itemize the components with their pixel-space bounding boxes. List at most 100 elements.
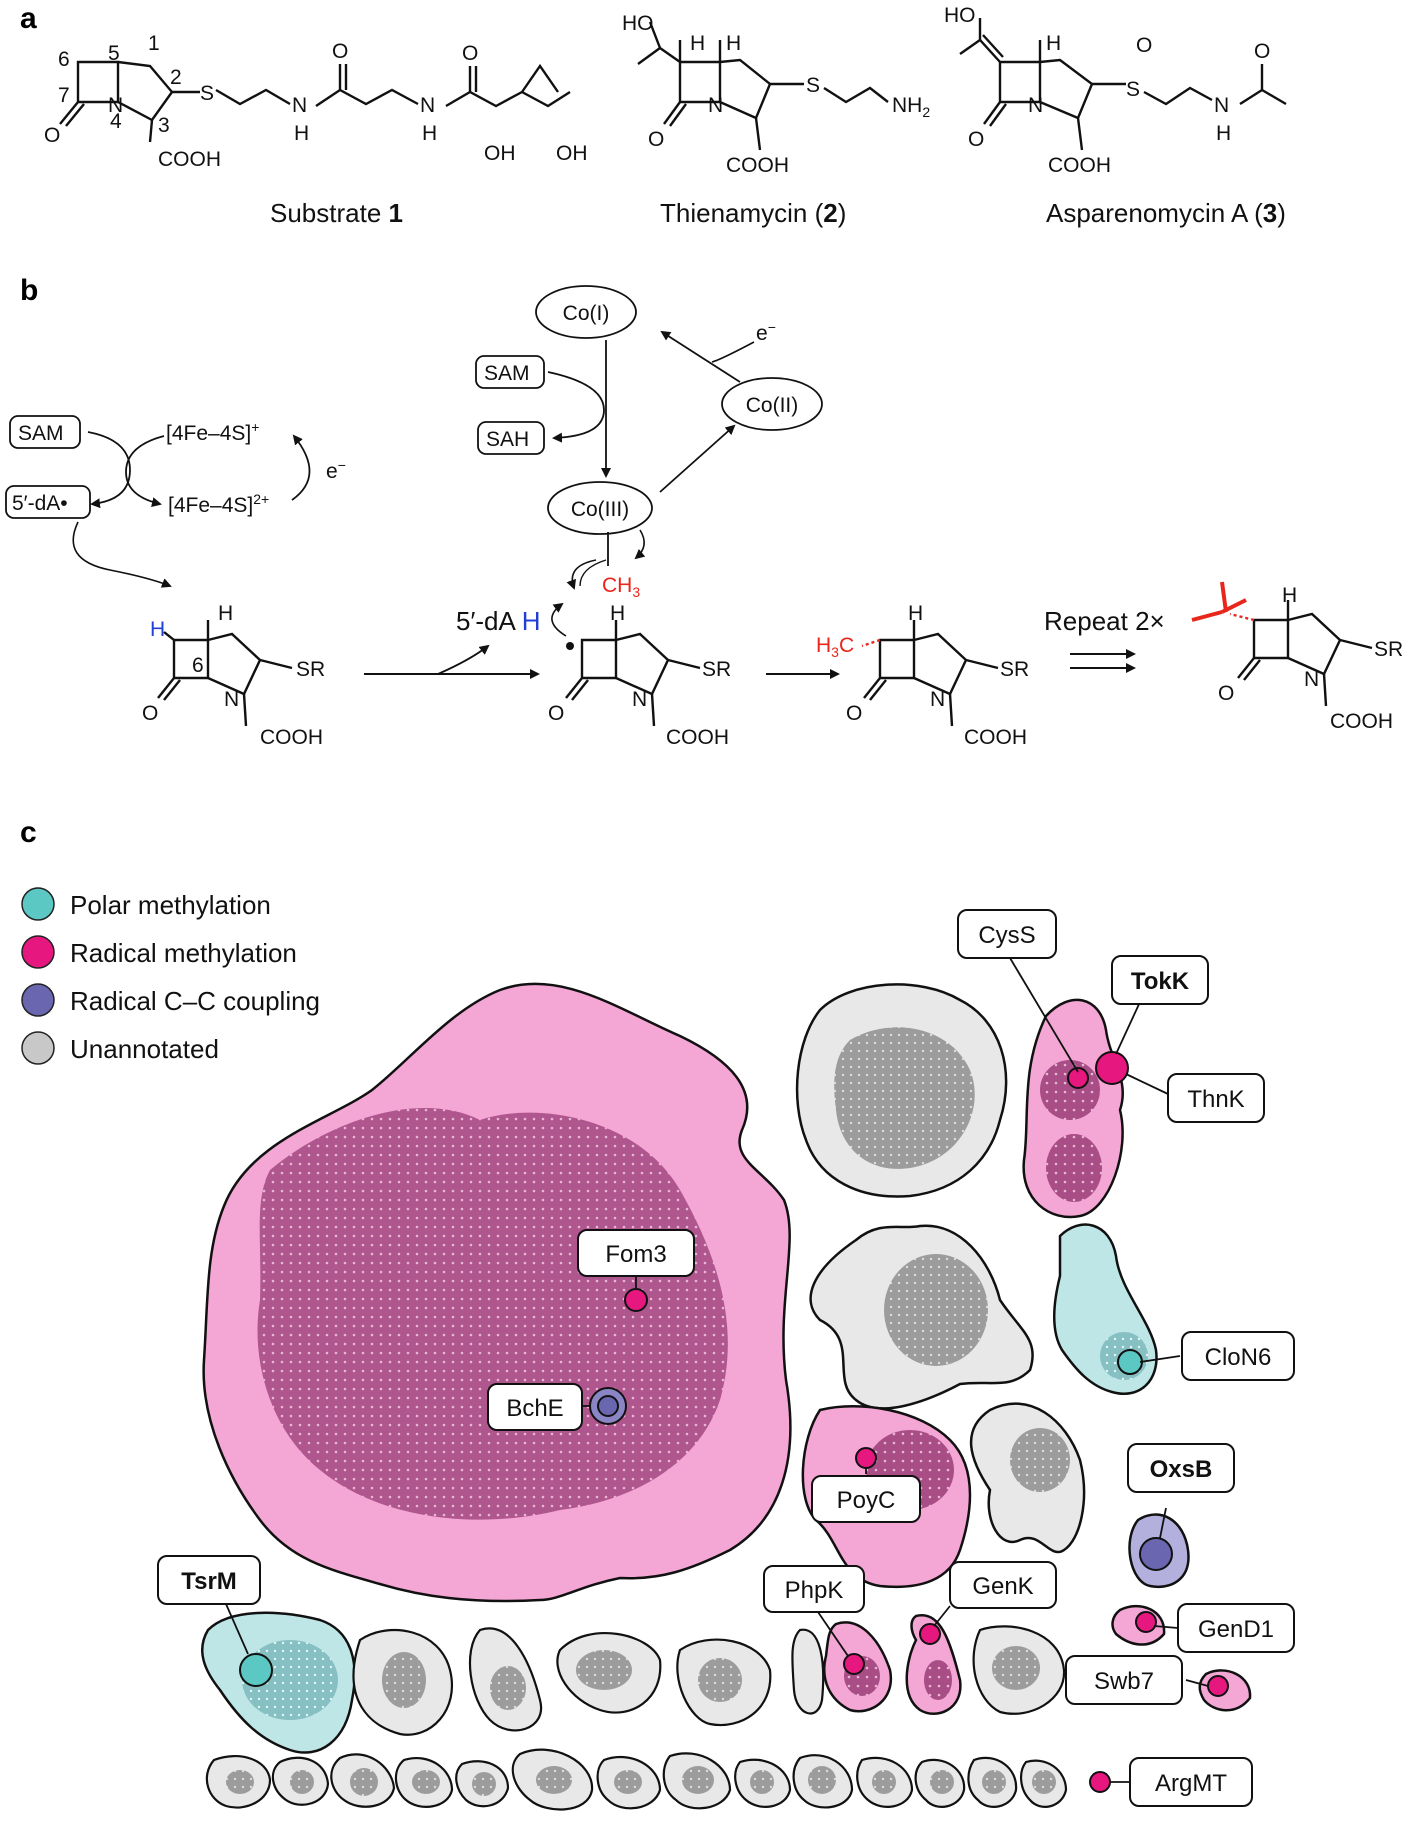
callout-swb7: Swb7: [1065, 1655, 1183, 1705]
svg-text:Unannotated: Unannotated: [70, 1034, 219, 1064]
svg-text:SR: SR: [1000, 658, 1029, 681]
svg-text:O: O: [548, 702, 564, 725]
cobalamin-cycle: Co(I) Co(II) Co(III) SAM SAH e− CH3: [475, 285, 823, 600]
node-fom3: [624, 1288, 648, 1312]
b-radical-labels: H N O SR COOH: [548, 602, 731, 749]
svg-text:3: 3: [158, 114, 170, 137]
svg-text:SR: SR: [702, 658, 731, 681]
svg-text:ArgMT: ArgMT: [1155, 1770, 1227, 1797]
repeat-label: Repeat 2×: [1044, 606, 1165, 636]
svg-text:TokK: TokK: [1131, 968, 1190, 995]
cluster-tokk: [1022, 998, 1125, 1219]
legend-item-unannotated: Unannotated: [21, 1031, 219, 1065]
node-gend1: [1135, 1611, 1157, 1633]
svg-text:e−: e−: [756, 319, 776, 345]
node-swb7: [1207, 1675, 1229, 1697]
b-final-labels: H N O SR COOH: [1218, 584, 1403, 733]
caption-substrate-1: Substrate 1: [270, 198, 403, 228]
svg-text:SR: SR: [1374, 638, 1403, 661]
svg-text:H: H: [218, 602, 233, 625]
svg-text:N: N: [1214, 94, 1229, 117]
svg-text:COOH: COOH: [1330, 710, 1393, 733]
svg-text:COOH: COOH: [158, 148, 221, 171]
svg-text:O: O: [462, 42, 478, 65]
callout-clon6: CloN6: [1181, 1331, 1295, 1381]
svg-text:H: H: [1216, 122, 1231, 145]
svg-text:[4Fe–4S]+: [4Fe–4S]+: [166, 419, 259, 445]
svg-text:N: N: [708, 94, 723, 117]
svg-text:COOH: COOH: [1048, 154, 1111, 177]
svg-text:O: O: [44, 124, 60, 147]
node-tsrm: [239, 1653, 273, 1687]
svg-text:ThnK: ThnK: [1187, 1086, 1244, 1113]
callout-bche: BchE: [487, 1383, 583, 1431]
radical-sam-cycle: SAM 5′-dA• [4Fe–4S]+ [4Fe–4S]2+ e−: [5, 415, 346, 588]
cluster-main-radical: [202, 982, 792, 1603]
svg-text:CloN6: CloN6: [1205, 1344, 1272, 1371]
svg-text:SAM: SAM: [484, 362, 530, 385]
b-radical-molecule: [565, 620, 701, 727]
svg-text:Co(I): Co(I): [563, 302, 610, 325]
node-tokk: [1095, 1051, 1129, 1085]
svg-text:CysS: CysS: [978, 922, 1035, 949]
legend: Polar methylation Radical methylation Ra…: [21, 887, 320, 1065]
legend-item-polar: Polar methylation: [21, 887, 271, 921]
cluster-grey-large: [795, 983, 1008, 1198]
asparenomycin-labels: HO H N O S O N H O COOH: [944, 4, 1270, 177]
svg-text:5: 5: [108, 42, 120, 65]
svg-text:COOH: COOH: [666, 726, 729, 749]
callout-tsrm: TsrM: [157, 1555, 261, 1605]
substrate-1-labels: 6 5 1 2 3 4 7 N O S N H O N H O OH OH CO…: [44, 32, 588, 171]
callout-lines: [225, 957, 1209, 1783]
b-final-molecule: [1191, 581, 1373, 707]
svg-text:[4Fe–4S]2+: [4Fe–4S]2+: [168, 491, 269, 517]
svg-text:COOH: COOH: [260, 726, 323, 749]
svg-text:OH: OH: [484, 142, 516, 165]
svg-text:COOH: COOH: [726, 154, 789, 177]
svg-text:5′-dA•: 5′-dA•: [12, 492, 68, 515]
svg-text:BchE: BchE: [506, 1395, 563, 1422]
b-start-labels: H 6 H N O SR COOH: [142, 602, 325, 749]
thienamycin-labels: HO H H N O S NH2 COOH: [622, 12, 930, 177]
b-start-molecule: [157, 620, 293, 727]
svg-text:O: O: [1218, 682, 1234, 705]
svg-text:S: S: [1126, 78, 1140, 101]
svg-text:S: S: [806, 74, 820, 97]
node-phpk: [843, 1653, 865, 1675]
callout-gend1: GenD1: [1177, 1603, 1295, 1653]
svg-text:O: O: [846, 702, 862, 725]
svg-text:H: H: [726, 32, 741, 55]
b-methyl-labels: H3C H N O SR COOH: [816, 602, 1029, 749]
caption-thienamycin: Thienamycin (2): [660, 198, 846, 228]
svg-text:H3C: H3C: [816, 634, 854, 660]
b-methyl-molecule: [861, 620, 999, 727]
node-cyss: [1067, 1067, 1089, 1089]
legend-item-radical-methylation: Radical methylation: [21, 935, 297, 969]
svg-text:N: N: [108, 94, 123, 117]
callout-cyss: CysS: [957, 909, 1057, 959]
svg-text:H: H: [908, 602, 923, 625]
cluster-grey-mid: [809, 1224, 1034, 1410]
svg-text:2: 2: [170, 66, 182, 89]
panel-label-c: c: [20, 816, 37, 849]
cluster-grey-right: [969, 1402, 1086, 1554]
node-markers: [239, 1051, 1229, 1793]
svg-text:Radical C–C coupling: Radical C–C coupling: [70, 986, 320, 1016]
svg-text:e−: e−: [326, 457, 346, 483]
svg-text:O: O: [968, 128, 984, 151]
svg-text:H: H: [422, 122, 437, 145]
svg-text:4: 4: [110, 110, 122, 133]
panel-label-b: b: [20, 274, 38, 307]
cluster-row-2-dense: [226, 1766, 1056, 1796]
callout-tokk: TokK: [1111, 955, 1209, 1005]
svg-text:HO: HO: [944, 4, 976, 27]
svg-text:SR: SR: [296, 658, 325, 681]
node-argmt: [1089, 1771, 1111, 1793]
node-oxsb: [1139, 1537, 1173, 1571]
svg-text:PoyC: PoyC: [837, 1487, 896, 1514]
node-poyc: [855, 1447, 877, 1469]
callout-phpk: PhpK: [763, 1565, 865, 1613]
svg-text:1: 1: [148, 32, 160, 55]
svg-text:N: N: [420, 94, 435, 117]
